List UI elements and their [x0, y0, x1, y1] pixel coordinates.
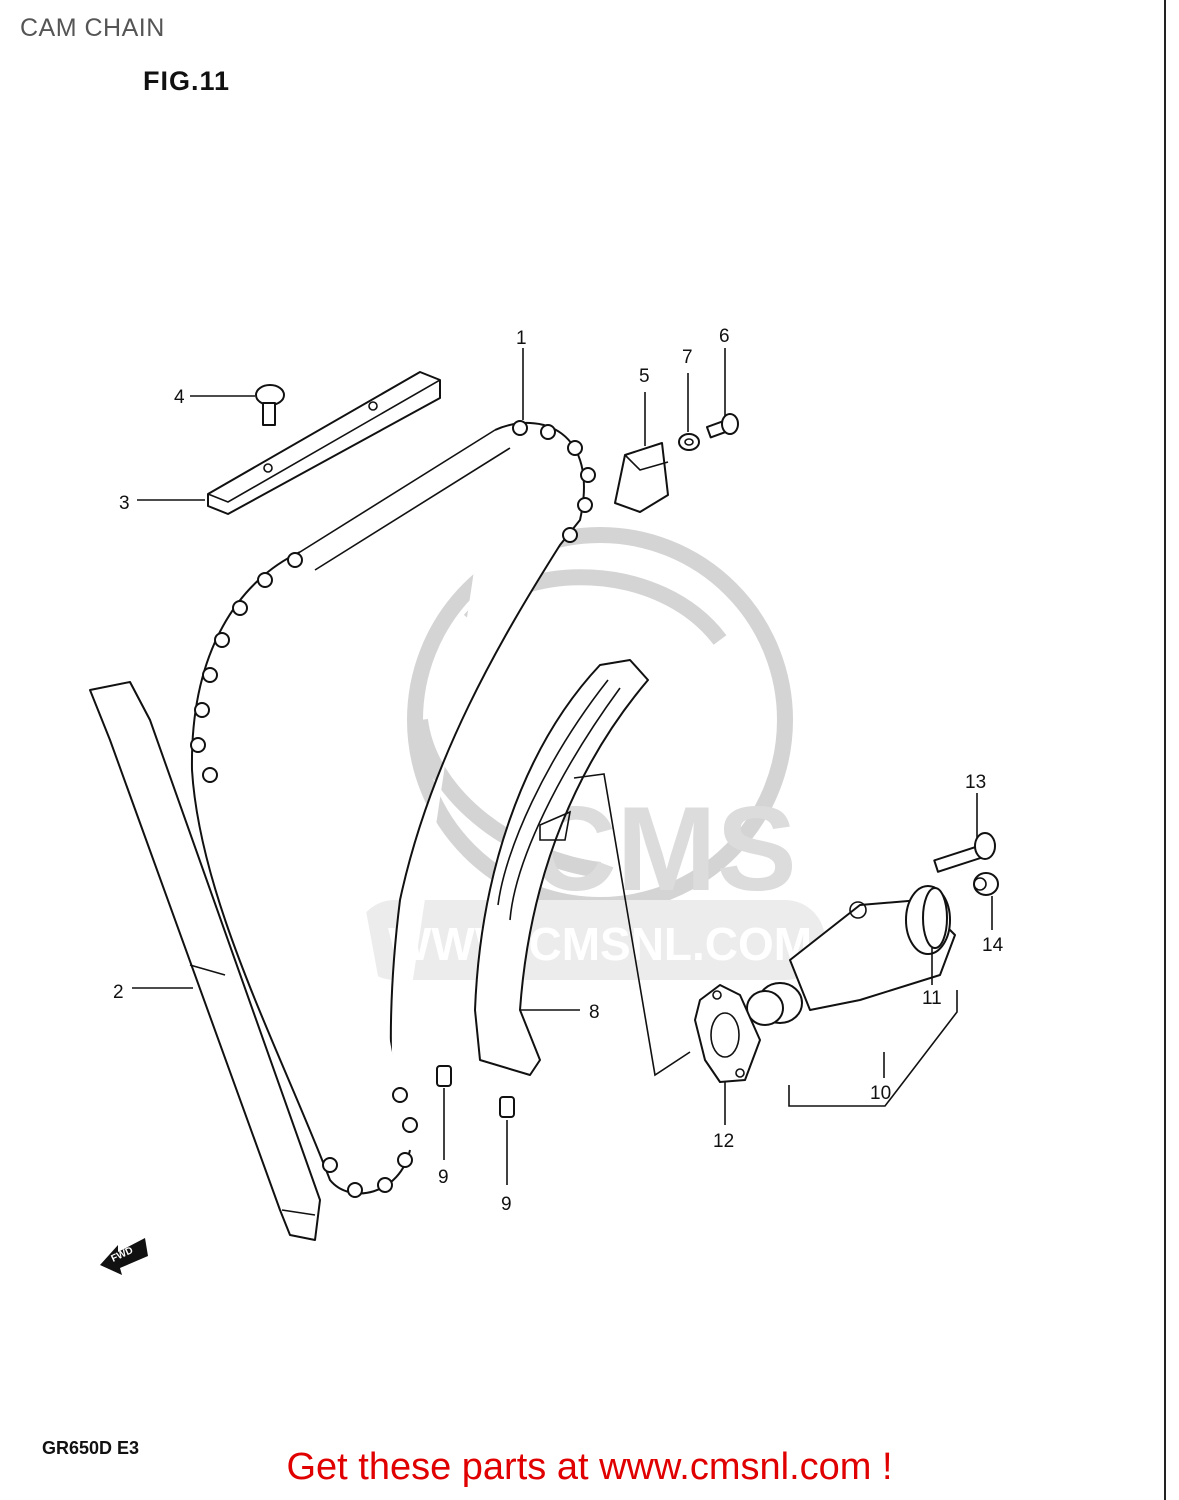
part-8-tensioner-guide — [474, 659, 649, 1076]
callout-5: 5 — [639, 366, 650, 387]
callout-11: 11 — [922, 988, 942, 1009]
model-code: GR650D E3 — [42, 1438, 140, 1458]
leader-lines — [132, 348, 993, 1185]
cms-watermark: CMS WWW.CMSNL.COM — [355, 527, 825, 980]
part-1-cam-chain — [190, 420, 596, 1198]
part-7-washer — [678, 433, 700, 451]
page-title: CAM CHAIN — [20, 14, 165, 42]
callout-14: 14 — [982, 935, 1004, 956]
part-12-gasket — [694, 984, 761, 1083]
part-9-pin-b — [499, 1096, 515, 1118]
part-11-ring — [922, 887, 948, 949]
callout-3: 3 — [119, 493, 130, 514]
callout-9a: 9 — [438, 1167, 449, 1188]
callout-8: 8 — [589, 1002, 600, 1023]
part-9-pin-a — [436, 1065, 452, 1087]
part-5-pad — [614, 442, 669, 513]
chain-links — [190, 420, 596, 1198]
callout-7: 7 — [682, 347, 693, 368]
watermark-url: WWW.CMSNL.COM — [388, 918, 812, 970]
callout-2: 2 — [113, 982, 124, 1003]
callout-1: 1 — [516, 328, 527, 349]
part-2-chain-guide — [89, 681, 321, 1241]
callout-9b: 9 — [501, 1194, 512, 1215]
callout-6: 6 — [719, 326, 730, 347]
callout-13: 13 — [965, 772, 986, 793]
callout-4: 4 — [174, 387, 185, 408]
figure-label: FIG.11 — [143, 66, 231, 96]
part-14-cap — [973, 872, 999, 896]
part-13-bolt — [933, 832, 996, 873]
part-6-bolt — [705, 413, 739, 439]
callout-10: 10 — [870, 1083, 891, 1104]
callout-12: 12 — [713, 1131, 734, 1152]
watermark-brand: CMS — [530, 782, 797, 916]
callout-labels: 1 2 3 4 5 6 7 8 9 9 10 11 12 13 14 — [113, 326, 1004, 1215]
part-3-upper-guide — [207, 371, 441, 515]
right-border — [1164, 0, 1166, 1500]
part-4-screw — [255, 384, 285, 426]
fwd-arrow-icon: FWD — [100, 1238, 148, 1275]
footer-shop-link[interactable]: Get these parts at www.cmsnl.com ! — [286, 1446, 893, 1488]
